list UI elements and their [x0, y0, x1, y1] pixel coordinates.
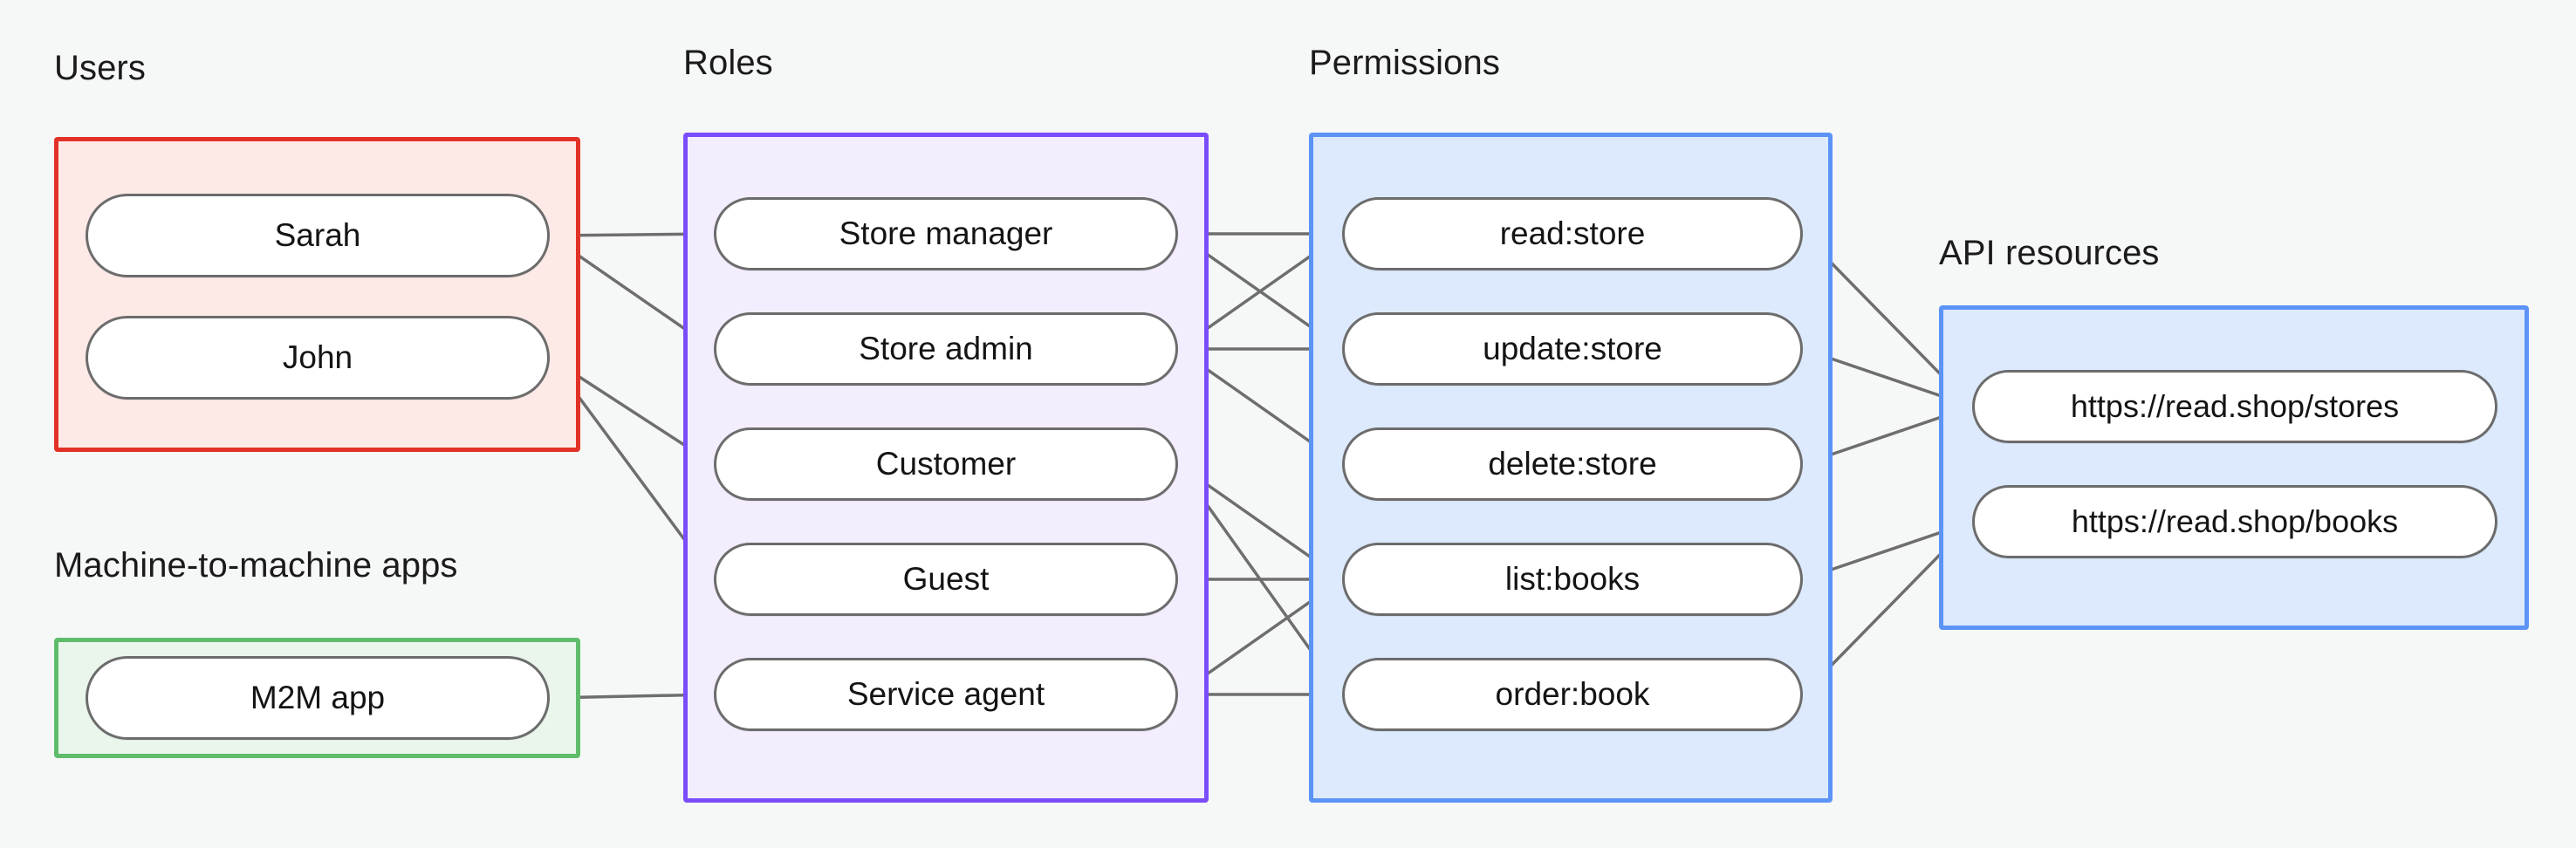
node-service-agent[interactable]: Service agent [714, 658, 1178, 731]
group-label-api-resources: API resources [1939, 234, 2160, 272]
node-delete-store[interactable]: delete:store [1342, 427, 1803, 501]
group-label-permissions: Permissions [1309, 44, 1500, 82]
node-sarah[interactable]: Sarah [86, 194, 550, 277]
group-box-api-resources [1939, 305, 2529, 630]
node-m2m-app[interactable]: M2M app [86, 656, 550, 740]
node-store-admin[interactable]: Store admin [714, 312, 1178, 386]
node-order-book[interactable]: order:book [1342, 658, 1803, 731]
node-guest[interactable]: Guest [714, 543, 1178, 616]
group-label-roles: Roles [683, 44, 773, 82]
node-list-books[interactable]: list:books [1342, 543, 1803, 616]
node-books-url[interactable]: https://read.shop/books [1972, 485, 2497, 558]
node-customer[interactable]: Customer [714, 427, 1178, 501]
node-store-manager[interactable]: Store manager [714, 197, 1178, 270]
group-label-users: Users [54, 49, 146, 87]
node-update-store[interactable]: update:store [1342, 312, 1803, 386]
group-box-users [54, 137, 580, 452]
node-read-store[interactable]: read:store [1342, 197, 1803, 270]
node-john[interactable]: John [86, 316, 550, 400]
node-stores-url[interactable]: https://read.shop/stores [1972, 370, 2497, 443]
group-label-m2m: Machine-to-machine apps [54, 546, 458, 585]
